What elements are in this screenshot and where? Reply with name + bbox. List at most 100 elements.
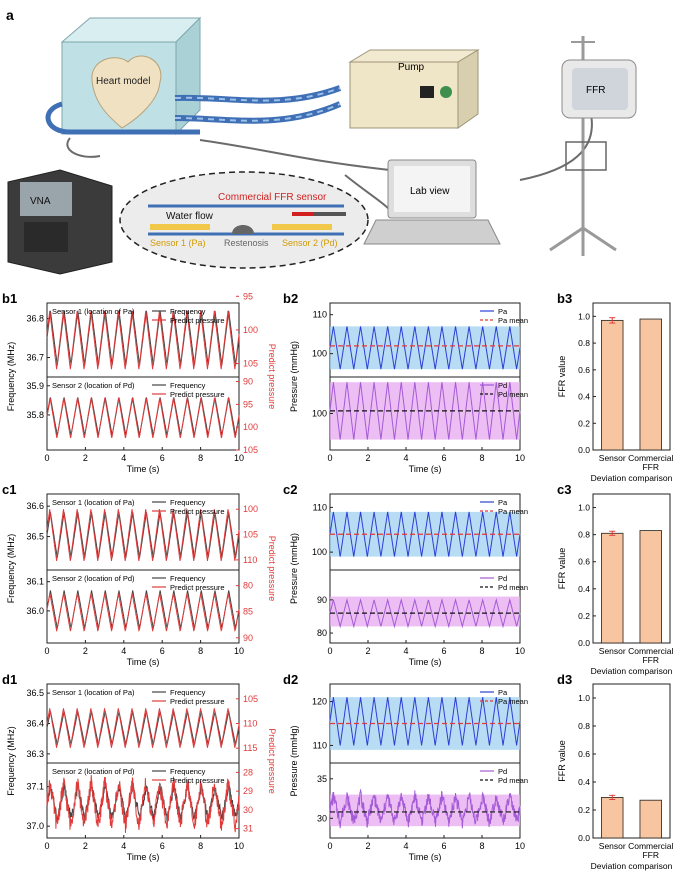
series-pa <box>329 511 521 557</box>
series-predict-pressure <box>46 509 240 561</box>
x-tick-label: 8 <box>479 841 484 851</box>
legend-label: Predict pressure <box>170 316 225 325</box>
x-tick-label: 8 <box>198 646 203 656</box>
right-tick-label: 30 <box>243 805 253 815</box>
x-tick-label: 8 <box>198 453 203 463</box>
right-tick-label: 29 <box>243 786 253 796</box>
pump-device: Pump <box>348 49 480 129</box>
y-tick-label: 100 <box>312 547 327 557</box>
heart-model-shape <box>91 55 162 129</box>
water-tank: Heart model <box>60 16 202 136</box>
y-tick-label: 80 <box>317 628 327 638</box>
y-tick-label: 110 <box>313 310 327 320</box>
y-tick-label: 35.8 <box>26 410 44 420</box>
y-tick-label: 36.4 <box>26 719 44 729</box>
y-tick-label: 0.0 <box>578 445 590 455</box>
category-label: Commercial <box>628 453 673 463</box>
category-label: FFR <box>642 462 659 472</box>
legend-label: Pd mean <box>498 583 528 592</box>
series-pd <box>329 382 521 440</box>
y-tick-label: 0.0 <box>578 833 590 843</box>
y-axis-right-label: Predict pressure <box>267 344 277 410</box>
x-axis-label: Time (s) <box>409 464 442 474</box>
inset-sensor1: Sensor 1 (Pa) <box>150 238 206 248</box>
legend-label: Frequency <box>170 767 206 776</box>
x-tick-label: 10 <box>515 646 525 656</box>
laptop-label: Lab view <box>410 186 450 197</box>
x-tick-label: 6 <box>441 646 446 656</box>
y-tick-label: 0.6 <box>578 365 590 375</box>
y-axis-label: FFR value <box>557 740 567 782</box>
legend-label: Pa mean <box>498 316 528 325</box>
y-tick-label: 0.8 <box>578 338 590 348</box>
y-tick-label: 0.4 <box>578 777 590 787</box>
x-tick-label: 2 <box>83 841 88 851</box>
right-tick-label: 105 <box>243 530 258 540</box>
x-tick-label: 10 <box>234 453 244 463</box>
subplot-label: Sensor 1 (location of Pa) <box>52 307 135 316</box>
right-tick-label: 105 <box>243 694 258 704</box>
y-axis-label: Pressure (mmHg) <box>289 341 299 412</box>
y-tick-label: 36.3 <box>26 749 44 759</box>
right-tick-label: 90 <box>243 633 253 643</box>
x-tick-label: 8 <box>198 841 203 851</box>
x-tick-label: 4 <box>403 453 408 463</box>
panel-label-b1: b1 <box>2 291 17 306</box>
y-tick-label: 36.8 <box>26 314 44 324</box>
y-tick-label: 90 <box>317 595 327 605</box>
x-axis-label: Time (s) <box>127 852 160 862</box>
y-tick-label: 100 <box>312 409 327 419</box>
panel-label-d3: d3 <box>557 672 572 687</box>
y-tick-label: 0.0 <box>578 638 590 648</box>
x-tick-label: 0 <box>44 646 49 656</box>
subplot-label: Sensor 2 (location of Pd) <box>52 767 135 776</box>
x-tick-label: 6 <box>160 841 165 851</box>
y-tick-label: 0.8 <box>578 530 590 540</box>
right-tick-label: 80 <box>243 581 253 591</box>
sensor-inset: Commercial FFR sensor Water flow Sensor … <box>119 171 369 269</box>
legend-label: Predict pressure <box>170 390 225 399</box>
x-axis-label: Time (s) <box>409 657 442 667</box>
category-label: FFR <box>642 850 659 860</box>
vna-label: VNA <box>30 196 51 207</box>
plot-frame <box>592 302 671 451</box>
subplot-label: Sensor 2 (location of Pd) <box>52 381 135 390</box>
category-label: Sensor <box>599 646 626 656</box>
x-tick-label: 2 <box>83 453 88 463</box>
x-tick-label: 6 <box>441 841 446 851</box>
y-tick-label: 0.6 <box>578 749 590 759</box>
pump-label: Pump <box>398 62 425 73</box>
x-tick-label: 8 <box>479 453 484 463</box>
legend-label: Pd <box>498 767 507 776</box>
y-axis-label: Frequency (MHz) <box>6 726 16 796</box>
y-tick-label: 36.0 <box>26 606 44 616</box>
legend-label: Frequency <box>170 688 206 697</box>
y-tick-label: 0.4 <box>578 392 590 402</box>
right-tick-label: 100 <box>243 422 258 432</box>
series-pa <box>329 697 521 746</box>
legend-label: Pa <box>498 498 508 507</box>
legend-label: Predict pressure <box>170 697 225 706</box>
x-tick-label: 4 <box>121 841 126 851</box>
x-tick-label: 0 <box>327 841 332 851</box>
right-tick-label: 95 <box>243 291 253 301</box>
tubes <box>45 85 593 211</box>
series-pd <box>329 788 521 829</box>
bar-commercial-ffr <box>639 799 662 839</box>
y-tick-label: 1.0 <box>578 503 590 513</box>
right-tick-label: 95 <box>243 399 253 409</box>
y-tick-label: 35.9 <box>26 381 44 391</box>
